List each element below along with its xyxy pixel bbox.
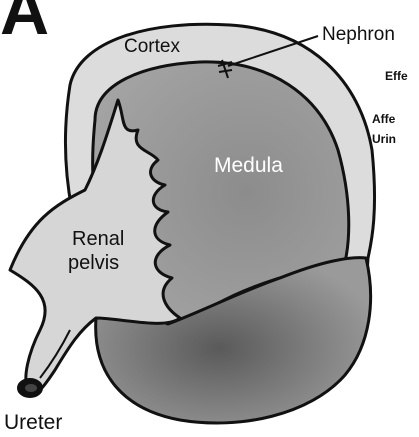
- renal-pelvis-label-line2: pelvis: [68, 252, 119, 274]
- cortex-label: Cortex: [124, 36, 180, 57]
- efferent-label: Effe: [385, 69, 408, 83]
- nephron-label: Nephron: [322, 24, 395, 45]
- heading-letter: A: [0, 0, 49, 49]
- medula-label: Medula: [214, 154, 283, 177]
- urine-label: Urin: [372, 132, 396, 146]
- ureter-label: Ureter: [4, 411, 62, 434]
- afferent-label: Affe: [372, 112, 396, 126]
- renal-pelvis-label-line1: Renal: [72, 228, 124, 250]
